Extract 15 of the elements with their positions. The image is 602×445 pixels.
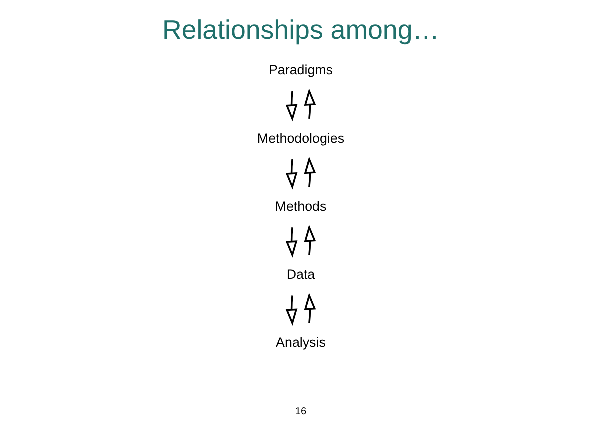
node-text: Methods: [275, 198, 327, 214]
arrow: [286, 91, 298, 122]
label: 16: [295, 406, 307, 418]
arrow: [286, 228, 298, 258]
arrow: [286, 296, 298, 326]
arrow: [304, 224, 316, 256]
node-text: Paradigms: [268, 62, 334, 78]
arrow: [304, 293, 316, 324]
arrow: [304, 88, 316, 120]
node-text: Methodologies: [257, 130, 345, 146]
arrow: [304, 156, 316, 188]
node-text: Data: [286, 267, 316, 282]
diagram-title: Relationships among…: [162, 15, 440, 46]
arrow: [286, 159, 298, 190]
node-text: Analysis: [276, 335, 326, 350]
